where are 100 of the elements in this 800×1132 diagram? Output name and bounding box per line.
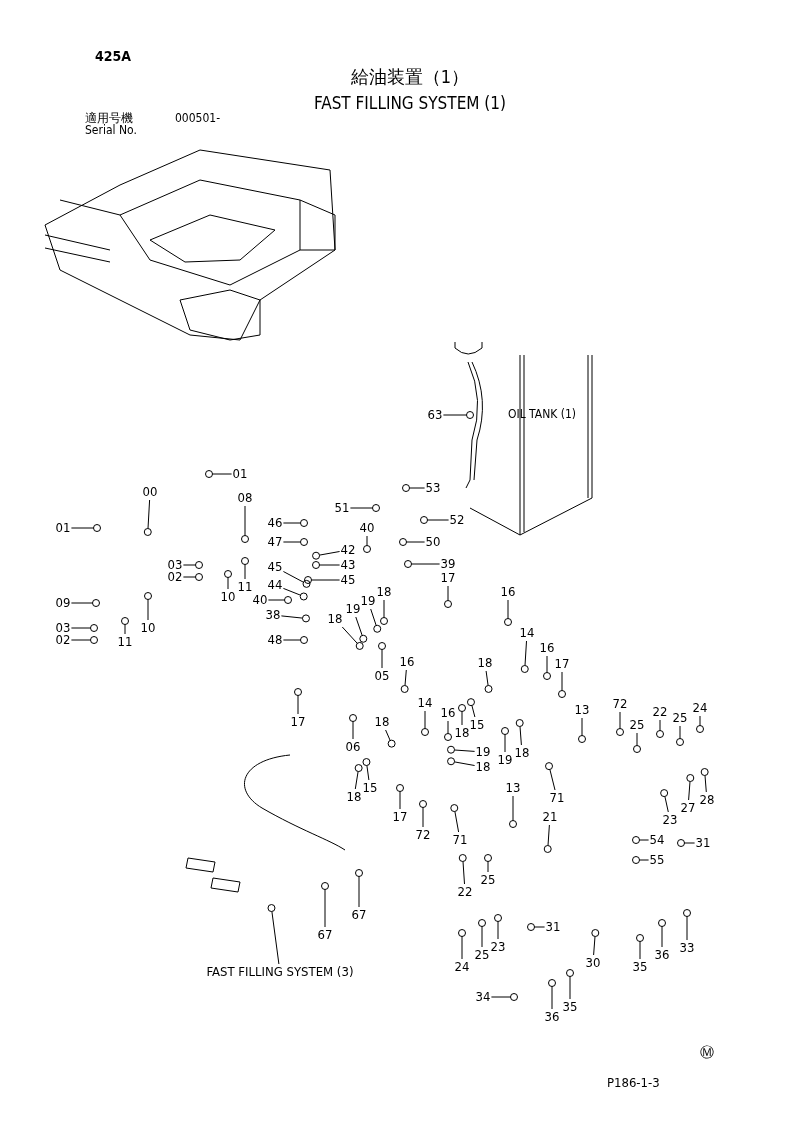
callout-number: 18 [376, 585, 392, 599]
part-drawing [444, 600, 452, 608]
callout-number: 25 [629, 718, 645, 732]
leader-line [507, 599, 509, 619]
callout-number: 11 [117, 635, 133, 649]
leader-line [688, 781, 691, 801]
part-drawing [294, 688, 302, 696]
part-drawing [402, 484, 410, 492]
part-drawing [300, 636, 308, 644]
callout-number: 63 [427, 408, 443, 422]
part-drawing [676, 738, 684, 746]
callout-number: 18 [454, 726, 470, 740]
callout-number: 23 [490, 940, 506, 954]
leader-line [244, 564, 246, 580]
leader-line [679, 725, 681, 739]
callout-number: 30 [585, 956, 601, 970]
callout-number: 31 [695, 836, 711, 850]
part-drawing [467, 698, 475, 707]
callout-number: 22 [457, 885, 473, 899]
part-drawing [312, 561, 320, 569]
leader-line [404, 669, 407, 686]
leader-line [461, 711, 463, 726]
callout-number: 35 [632, 960, 648, 974]
callout-number: 47 [267, 535, 283, 549]
leader-line [664, 796, 669, 813]
callout-number: 19 [497, 753, 513, 767]
callout-number: 10 [220, 590, 236, 604]
part-drawing [558, 690, 566, 698]
leader-line [271, 911, 280, 965]
part-drawing [399, 538, 407, 546]
callout-number: 18 [374, 715, 390, 729]
leader-line [619, 711, 621, 729]
note-text: Serial No. [85, 124, 137, 137]
leader-line [282, 587, 301, 596]
leader-line [182, 564, 196, 566]
callout-number: 17 [440, 571, 456, 585]
callout-number: 16 [539, 641, 555, 655]
part-drawing [466, 411, 474, 419]
callout-number: 17 [392, 810, 408, 824]
part-drawing [509, 820, 517, 828]
callout-number: 06 [345, 740, 361, 754]
part-drawing [450, 804, 459, 813]
part-drawing [359, 634, 368, 643]
leader-line [639, 839, 650, 841]
part-drawing [520, 665, 529, 673]
callout-number: 31 [545, 920, 561, 934]
part-drawing [458, 704, 466, 712]
part-drawing [241, 535, 249, 543]
part-drawing [632, 856, 640, 864]
part-drawing [241, 557, 249, 565]
leader-line [349, 507, 373, 509]
part-drawing [90, 624, 98, 632]
part-drawing [300, 519, 308, 527]
callout-number: 16 [440, 706, 456, 720]
part-drawing [447, 757, 456, 766]
callout-number: 13 [574, 703, 590, 717]
callout-number: 01 [55, 521, 71, 535]
callout-number: 17 [290, 715, 306, 729]
leader-line [399, 791, 401, 810]
part-drawing [302, 614, 310, 623]
callout-number: 19 [345, 602, 361, 616]
leader-line [366, 765, 370, 781]
callout-number: 34 [475, 990, 491, 1004]
callout-number: 42 [340, 543, 356, 557]
part-drawing [400, 685, 409, 693]
callout-number: 18 [475, 760, 491, 774]
callout-number: 15 [362, 781, 378, 795]
leader-line [355, 616, 363, 636]
callout-number: 14 [519, 626, 535, 640]
part-drawing [566, 969, 574, 977]
part-drawing [90, 636, 98, 644]
leader-line [454, 761, 476, 766]
callout-number: 46 [267, 516, 283, 530]
leader-line [551, 986, 553, 1010]
note-text: 000501- [175, 112, 221, 125]
leader-line [481, 926, 483, 948]
leader-line [358, 876, 360, 908]
leader-line [490, 996, 511, 998]
leader-line [280, 615, 303, 619]
part-drawing [195, 561, 203, 569]
callout-number: 45 [340, 573, 356, 587]
callout-number: 24 [454, 960, 470, 974]
leader-line [319, 551, 341, 556]
subtitle: FAST FILLING SYSTEM (1) [313, 97, 507, 110]
leader-line [454, 811, 460, 833]
callout-number: 71 [549, 791, 565, 805]
part-drawing [636, 934, 644, 942]
callout-number: 14 [417, 696, 433, 710]
leader-line [639, 859, 650, 861]
callout-number: 52 [449, 513, 465, 527]
leader-line [659, 719, 661, 731]
leader-line [485, 670, 489, 686]
part-drawing [658, 919, 666, 927]
leader-line [593, 936, 596, 956]
callout-number: 00 [142, 485, 158, 499]
callout-number: 71 [452, 833, 468, 847]
part-drawing [321, 882, 329, 890]
callout-number: 17 [554, 657, 570, 671]
leader-line [684, 842, 696, 844]
leader-line [282, 639, 301, 641]
